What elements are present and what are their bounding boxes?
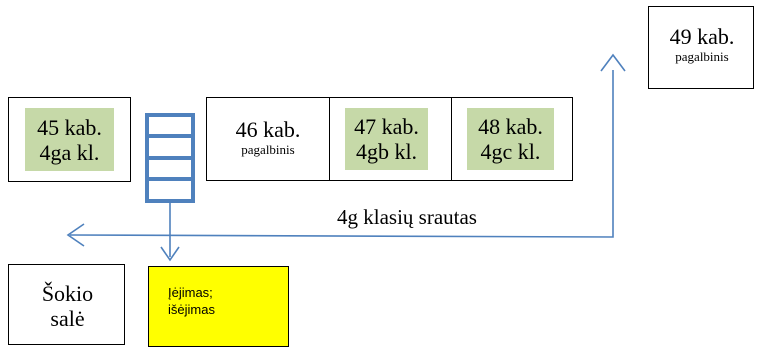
room-49-number: 49 kab. [669, 23, 735, 49]
arrowhead-up [600, 53, 626, 72]
room-47-label: 47 kab. 4gb kl. [345, 108, 428, 170]
entrance-line2: išėjimas [168, 302, 215, 317]
room-47-class: 4gb kl. [355, 139, 418, 164]
room-49-label: 49 kab. pagalbinis [649, 19, 755, 69]
room-47-cell: 47 kab. 4gb kl. [329, 98, 451, 180]
room-49-box: 49 kab. pagalbinis [648, 6, 754, 89]
stairs-icon [145, 113, 195, 203]
entrance-line1: Įėjimas; [168, 285, 213, 300]
room-48-label: 48 kab. 4gc kl. [467, 108, 554, 170]
room-46-label: 46 kab. pagalbinis [207, 110, 329, 164]
room-47-number: 47 kab. [354, 114, 419, 139]
arrowhead-left [66, 223, 85, 247]
room-48-class: 4gc kl. [480, 139, 541, 164]
room-46-number: 46 kab. [235, 116, 301, 142]
arrowhead-down [160, 246, 180, 262]
room-49-type: pagalbinis [675, 48, 729, 64]
dance-hall-line2: salė [50, 306, 85, 331]
rooms-46-48-block: 46 kab. pagalbinis 47 kab. 4gb kl. 48 ka… [206, 97, 573, 181]
flow-arrow [66, 53, 626, 262]
flow-path [69, 70, 614, 238]
flow-label: 4g klasių srautas [337, 205, 477, 229]
room-45-box: 45 kab. 4ga kl. [8, 97, 131, 182]
dance-hall-line1: Šokio [41, 281, 94, 306]
room-45-number: 45 kab. [37, 114, 102, 140]
dance-hall-box: Šokio salė [8, 264, 125, 345]
room-45-label: 45 kab. 4ga kl. [25, 108, 114, 171]
room-48-number: 48 kab. [478, 114, 543, 139]
room-46-type: pagalbinis [241, 141, 295, 157]
room-45-class: 4ga kl. [39, 139, 100, 165]
room-46-cell: 46 kab. pagalbinis [207, 98, 329, 180]
room-48-cell: 48 kab. 4gc kl. [451, 98, 574, 180]
dance-hall-label: Šokio salė [9, 275, 126, 337]
